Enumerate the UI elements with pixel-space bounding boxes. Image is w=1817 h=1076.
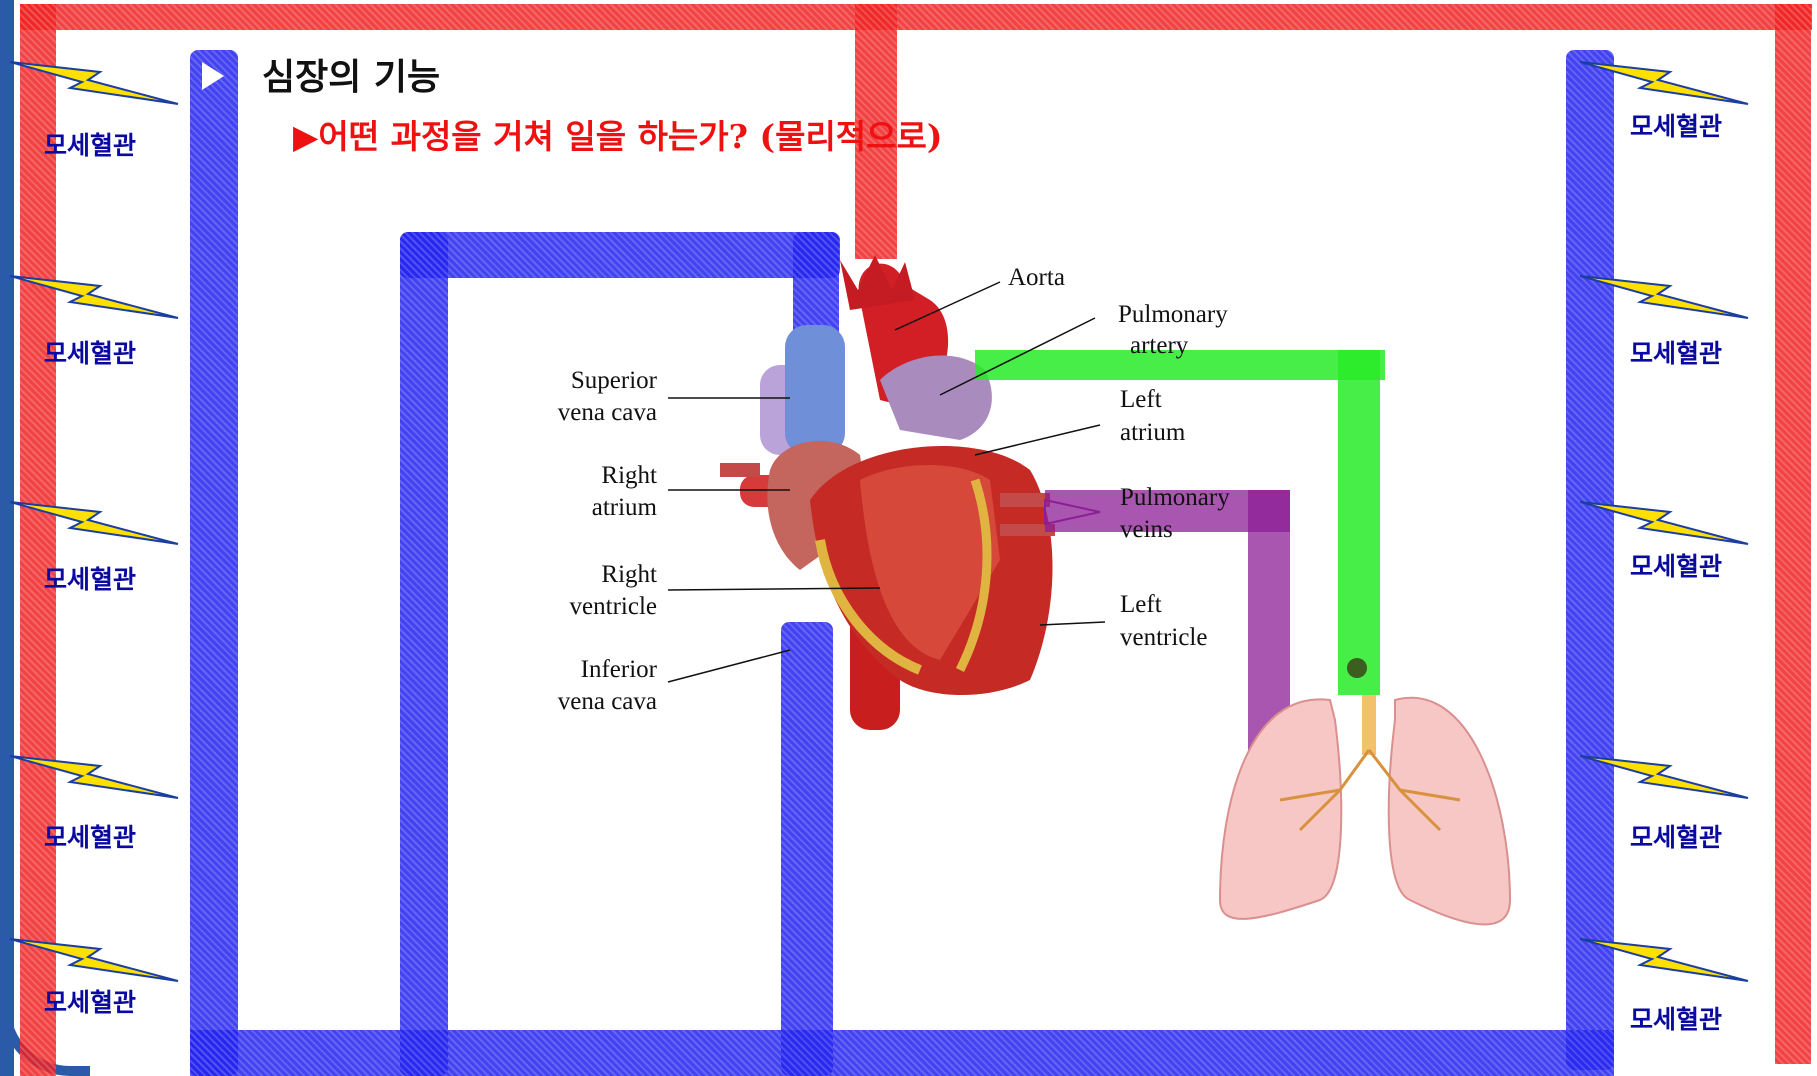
lightning-bolt-icon xyxy=(10,272,180,332)
label-inferior-vena-cava-2: vena cava xyxy=(558,688,657,715)
label-left-ventricle-1: Left xyxy=(1120,591,1162,618)
lightning-bolt-icon xyxy=(1580,272,1750,332)
heart-illustration xyxy=(720,255,1055,730)
capillary-label-left: 모세혈관 xyxy=(44,818,136,854)
pulmonary-artery-pipe-v xyxy=(1338,350,1380,695)
lightning-bolt-icon xyxy=(1580,752,1750,812)
label-superior-vena-cava-2: vena cava xyxy=(558,399,657,426)
label-pulmonary-veins-1: Pulmonary xyxy=(1120,484,1230,511)
capillary-label-left: 모세혈관 xyxy=(44,560,136,596)
label-left-atrium-1: Left xyxy=(1120,386,1162,413)
capillary-label-left: 모세혈관 xyxy=(44,126,136,162)
label-superior-vena-cava-1: Superior xyxy=(571,367,658,394)
lightning-bolt-icon xyxy=(1580,935,1750,995)
label-aorta: Aorta xyxy=(1008,264,1065,291)
lungs-illustration xyxy=(1220,695,1510,924)
capillary-label-right: 모세혈관 xyxy=(1630,334,1722,370)
label-inferior-vena-cava-1: Inferior xyxy=(581,656,658,683)
label-right-atrium-2: atrium xyxy=(592,494,658,521)
capillary-label-right: 모세혈관 xyxy=(1630,547,1722,583)
capillary-label-left: 모세혈관 xyxy=(44,334,136,370)
label-right-atrium-1: Right xyxy=(601,462,657,489)
label-left-atrium-2: atrium xyxy=(1120,419,1186,446)
label-right-ventricle-1: Right xyxy=(601,561,657,588)
capillary-label-right: 모세혈관 xyxy=(1630,1000,1722,1036)
label-pulmonary-veins-2: veins xyxy=(1120,516,1173,543)
lightning-bolt-icon xyxy=(10,58,180,118)
label-pulmonary-artery-2: artery xyxy=(1130,332,1189,359)
capillary-label-right: 모세혈관 xyxy=(1630,818,1722,854)
label-pulmonary-artery-1: Pulmonary xyxy=(1118,301,1228,328)
label-right-ventricle-2: ventricle xyxy=(570,593,657,620)
label-left-ventricle-2: ventricle xyxy=(1120,624,1207,651)
lightning-bolt-icon xyxy=(10,752,180,812)
capillary-label-right: 모세혈관 xyxy=(1630,107,1722,143)
pulmonary-artery-end xyxy=(1347,658,1367,678)
lightning-bolt-icon xyxy=(10,498,180,558)
capillary-label-left: 모세혈관 xyxy=(44,983,136,1019)
